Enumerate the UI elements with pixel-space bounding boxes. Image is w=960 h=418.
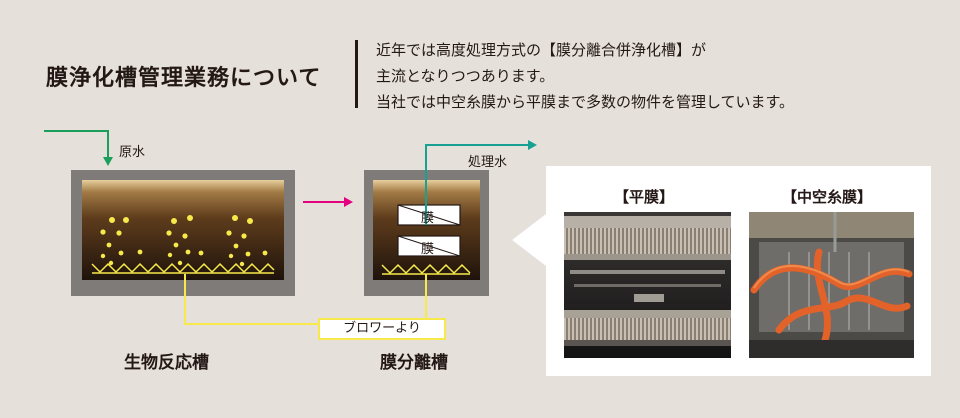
panel-pointer — [512, 214, 546, 266]
transfer-arrow — [303, 197, 353, 207]
description-line-3: 当社では中空糸膜から平膜まで多数の物件を管理しています。 — [376, 93, 795, 111]
bio-diffuser — [91, 262, 275, 274]
air-bubbles — [100, 215, 268, 267]
membrane-label-upper: 膜 — [421, 211, 435, 226]
flat-membrane-photo — [564, 212, 731, 358]
description-line-2: 主流となりつつあります。 — [376, 67, 555, 85]
flat-membrane-title: 【平膜】 — [614, 188, 675, 206]
blower-air-line — [184, 274, 427, 325]
bio-reaction-tank — [71, 170, 295, 296]
title-divider — [355, 40, 358, 108]
description-text: 近年では高度処理方式の【膜分離合併浄化槽】が 主流となりつつあります。 当社では… — [376, 37, 794, 115]
treated-water-label: 処理水 — [468, 155, 508, 170]
raw-water-label: 原水 — [119, 145, 146, 160]
description-line-1: 近年では高度処理方式の【膜分離合併浄化槽】が — [376, 41, 707, 59]
membrane-label-lower: 膜 — [421, 242, 435, 257]
blower-label: ブロワーより — [318, 318, 446, 340]
page-title: 膜浄化槽管理業務について — [46, 66, 322, 91]
treated-water-arrow — [425, 140, 537, 225]
membrane-unit-upper — [397, 204, 461, 226]
raw-water-arrow — [44, 130, 113, 166]
hollow-fiber-photo — [749, 212, 914, 358]
separation-tank-label: 膜分離槽 — [380, 353, 448, 373]
membrane-unit-lower — [397, 235, 461, 257]
hollow-fiber-title: 【中空糸膜】 — [782, 188, 873, 206]
bio-tank-label: 生物反応槽 — [124, 353, 209, 373]
